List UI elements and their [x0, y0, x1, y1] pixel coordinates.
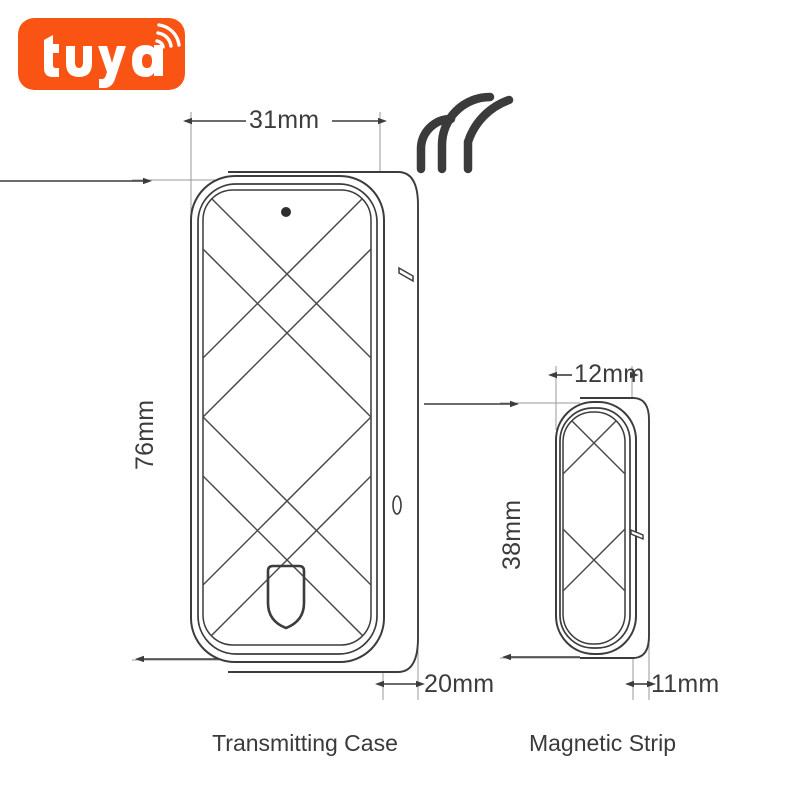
strip-inner-panel [562, 411, 626, 645]
dimension-label-height-main: 76mm [131, 399, 159, 470]
tuya-logo-svg [18, 18, 185, 90]
logo-letter-t [44, 35, 59, 77]
led-dot-icon [281, 207, 291, 217]
case-inner-bezel [197, 183, 378, 655]
magnetic-strip-drawing [555, 397, 650, 659]
dimension-label-width-strip: 12mm [574, 360, 645, 388]
logo-letter-u [66, 46, 92, 77]
side-button-icon[interactable] [392, 495, 402, 515]
logo-letter-y [98, 46, 126, 88]
dimension-label-width-main: 31mm [249, 106, 320, 134]
case-crosshatch-pattern [203, 190, 371, 645]
caption-transmitting-case: Transmitting Case [212, 730, 398, 756]
logo-wifi-arc-icon [155, 23, 181, 49]
strip-notch-icon [630, 528, 644, 541]
shield-badge-icon [266, 564, 306, 630]
side-slot-icon [398, 266, 414, 283]
dimension-label-depth-main: 20mm [424, 670, 495, 698]
logo-letter-a [132, 45, 163, 77]
dimension-label-height-strip: 38mm [498, 499, 526, 570]
strip-inner-bezel [559, 407, 631, 649]
dimension-label-depth-strip: 11mm [651, 670, 720, 698]
transmitting-case-drawing [190, 171, 419, 673]
case-inner-panel [202, 189, 372, 646]
strip-crosshatch-pattern [563, 412, 625, 644]
tuya-logo [18, 18, 185, 90]
caption-magnetic-strip: Magnetic Strip [528, 730, 676, 756]
wireless-signal-icon [416, 92, 514, 174]
